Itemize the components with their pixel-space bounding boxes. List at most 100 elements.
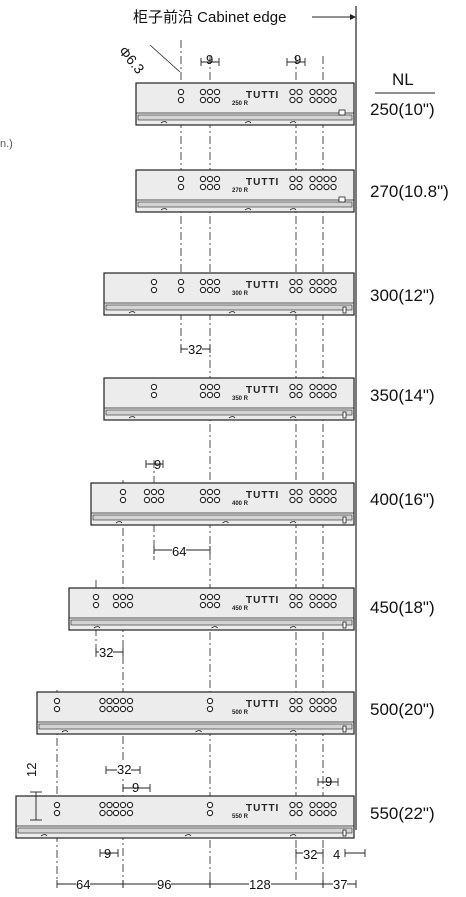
- mounting-hole: [106, 809, 113, 817]
- dim-4: 4: [333, 847, 341, 862]
- rail-hook: [184, 834, 192, 837]
- mounting-hole: [316, 175, 323, 183]
- mounting-hole: [126, 593, 134, 601]
- rail-hook: [128, 311, 136, 314]
- rail-stop: [342, 516, 347, 524]
- mounting-hole: [213, 601, 221, 609]
- mounting-hole: [323, 601, 330, 609]
- rail-stop: [342, 306, 347, 314]
- rail-lower-band: [105, 409, 353, 416]
- rail-lower-band: [38, 723, 353, 730]
- dim-bottom-37: 37: [333, 877, 348, 892]
- mounting-hole: [126, 705, 134, 713]
- mounting-hole: [92, 593, 100, 601]
- mounting-hole: [296, 488, 303, 496]
- rail-hook: [160, 121, 168, 124]
- mounting-hole: [323, 175, 330, 183]
- rail-code: 300 R: [232, 291, 249, 297]
- mounting-hole: [296, 697, 303, 705]
- mounting-hole: [213, 183, 221, 191]
- cabinet-edge-label: 柜子前沿 Cabinet edge: [133, 9, 287, 26]
- mounting-hole: [206, 96, 214, 104]
- rail-hook: [289, 121, 297, 124]
- mounting-hole: [289, 593, 296, 601]
- mounting-hole: [157, 496, 165, 504]
- mounting-hole: [330, 88, 337, 96]
- mounting-hole: [206, 697, 214, 705]
- mounting-hole: [213, 88, 221, 96]
- mounting-hole: [143, 488, 151, 496]
- mounting-hole: [309, 391, 316, 399]
- mounting-hole: [112, 801, 120, 809]
- mounting-hole: [309, 183, 316, 191]
- mounting-hole: [126, 697, 134, 705]
- mounting-hole: [330, 496, 337, 504]
- mounting-hole: [330, 286, 337, 294]
- mounting-hole: [316, 697, 323, 705]
- rail-hook: [228, 416, 236, 419]
- dim-32-300: 32: [188, 342, 203, 357]
- rail-lower-band: [137, 201, 353, 208]
- mounting-hole: [126, 801, 134, 809]
- mounting-hole: [213, 391, 221, 399]
- rail-hook: [160, 208, 168, 211]
- mounting-hole: [213, 286, 221, 294]
- mounting-hole: [309, 88, 316, 96]
- nl-label-270: 270(10.8"): [370, 182, 449, 201]
- mounting-hole: [316, 391, 323, 399]
- mounting-hole: [143, 496, 151, 504]
- rail-hook: [61, 730, 69, 733]
- mounting-hole: [296, 496, 303, 504]
- mounting-hole: [296, 383, 303, 391]
- mounting-hole: [206, 809, 214, 817]
- mounting-hole: [309, 809, 316, 817]
- mounting-hole: [309, 601, 316, 609]
- mounting-hole: [206, 488, 214, 496]
- dim-bottom-96: 96: [157, 877, 172, 892]
- mounting-hole: [296, 286, 303, 294]
- mounting-hole: [323, 383, 330, 391]
- mounting-hole: [296, 601, 303, 609]
- mounting-hole: [309, 705, 316, 713]
- mounting-hole: [309, 96, 316, 104]
- mounting-hole: [323, 391, 330, 399]
- mounting-hole: [330, 801, 337, 809]
- rail-stop: [342, 725, 347, 733]
- mounting-hole: [330, 175, 337, 183]
- mounting-hole: [206, 88, 214, 96]
- rail-lower-band: [17, 827, 353, 834]
- mounting-hole: [316, 705, 323, 713]
- mounting-hole: [177, 278, 185, 286]
- mounting-hole: [199, 286, 207, 294]
- rail-hook: [289, 626, 297, 629]
- mounting-hole: [126, 809, 134, 817]
- mounting-hole: [316, 278, 323, 286]
- nl-label-300: 300(12"): [370, 286, 435, 305]
- mounting-hole: [150, 488, 158, 496]
- mounting-hole: [330, 697, 337, 705]
- mounting-hole: [199, 278, 207, 286]
- mounting-hole: [199, 88, 207, 96]
- mounting-hole: [316, 88, 323, 96]
- mounting-hole: [206, 183, 214, 191]
- mounting-hole: [296, 183, 303, 191]
- mounting-hole: [119, 496, 127, 504]
- mounting-hole: [309, 175, 316, 183]
- mounting-hole: [119, 801, 127, 809]
- rail-hook: [289, 521, 297, 524]
- mounting-hole: [206, 601, 214, 609]
- mounting-hole: [119, 601, 127, 609]
- mounting-hole: [309, 496, 316, 504]
- mounting-hole: [106, 801, 113, 809]
- mounting-hole: [213, 488, 221, 496]
- mounting-hole: [112, 697, 120, 705]
- rail-code: 250 R: [232, 101, 249, 107]
- brand-mark: TUTTI: [246, 595, 279, 606]
- mounting-hole: [199, 593, 207, 601]
- dim-32-550-top: 32: [117, 762, 132, 777]
